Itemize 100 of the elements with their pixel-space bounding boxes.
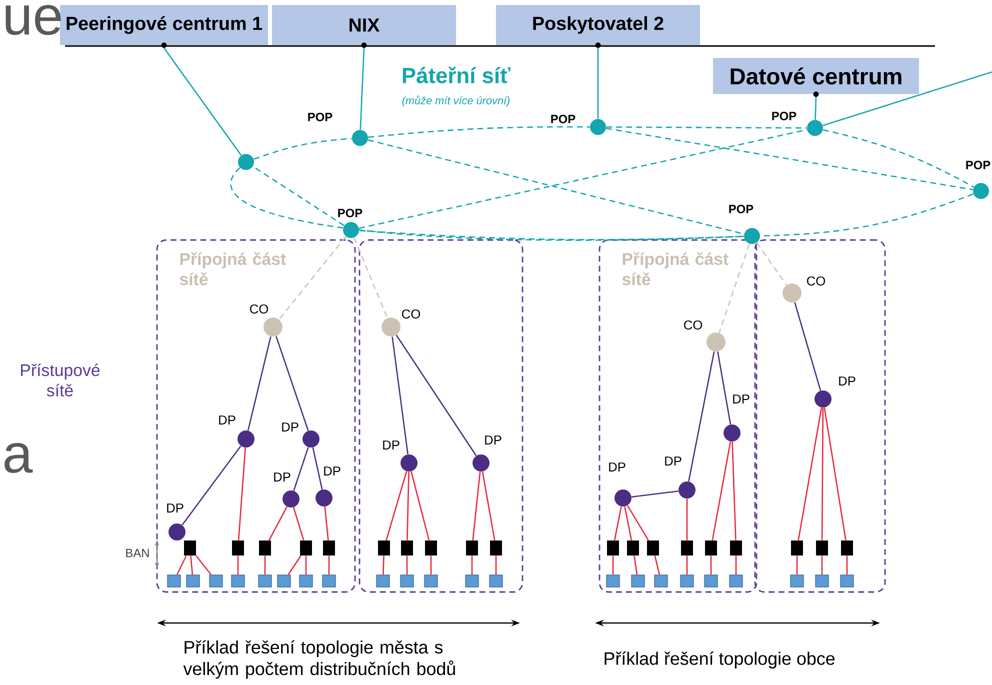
connection-line	[495, 556, 497, 575]
connection-line	[406, 556, 408, 575]
connection-line	[482, 472, 496, 540]
node-label: POP	[966, 160, 990, 170]
end-device-square	[277, 574, 291, 588]
connection-line	[163, 48, 242, 156]
connection-line	[814, 97, 817, 120]
connection-line	[632, 490, 678, 498]
terminal-block	[184, 540, 196, 556]
connection-line	[324, 506, 329, 540]
terminal-block	[627, 540, 639, 556]
connection-line	[712, 441, 732, 540]
dashed-line	[231, 167, 744, 241]
end-device-square	[840, 574, 854, 588]
end-device-square	[424, 574, 438, 588]
end-device-square	[489, 574, 503, 588]
node-label: POP	[551, 114, 576, 124]
node-label: POP	[308, 112, 332, 122]
terminal-block	[647, 540, 659, 556]
connection-line	[392, 336, 408, 454]
pop-node	[238, 154, 254, 170]
connection-line	[821, 556, 823, 575]
connection-line	[247, 336, 272, 431]
network-box: Poskytovatel 2	[496, 5, 700, 48]
connection-line	[471, 556, 473, 575]
node-label: DP	[609, 462, 626, 472]
network-box: NIX	[272, 5, 456, 48]
connection-line	[821, 408, 824, 540]
connection-line	[196, 555, 212, 576]
caption: Příklad řešení topologie obce	[604, 652, 835, 668]
dashed-line	[254, 138, 352, 160]
end-device-square	[654, 574, 668, 588]
end-device-square	[729, 574, 743, 588]
connection-line	[626, 505, 649, 541]
connection-line	[410, 471, 430, 540]
terminal-block	[232, 540, 244, 556]
access-network-box	[358, 239, 524, 593]
connection-line	[654, 556, 660, 575]
dashed-line	[354, 237, 388, 318]
title-fragment: a	[4, 442, 33, 474]
connection-line	[710, 556, 712, 575]
dashed-line	[756, 242, 787, 286]
side-label: Přístupové sítě	[21, 364, 100, 396]
connection-line	[237, 556, 239, 575]
network-box: Peeringové centrum 1	[60, 5, 268, 48]
connection-line	[386, 471, 408, 540]
end-device-square	[606, 574, 620, 588]
terminal-block	[705, 540, 717, 556]
connection-line	[268, 506, 288, 541]
connection-line	[634, 556, 638, 575]
connection-line	[292, 507, 304, 540]
node-label: DP	[839, 376, 856, 386]
terminal-block	[730, 540, 742, 556]
terminal-block	[607, 540, 619, 556]
dashed-line	[359, 230, 744, 240]
node-label: DP	[324, 466, 340, 476]
node-label: DP	[282, 422, 298, 432]
connection-line	[624, 506, 632, 540]
connection-line	[688, 351, 715, 482]
terminal-block	[401, 540, 413, 556]
connection-line	[360, 48, 365, 130]
dashed-line	[606, 128, 973, 190]
connection-line	[176, 555, 187, 575]
title-fragment: ue	[6, 4, 61, 36]
node-label: DP	[167, 504, 184, 512]
terminal-block	[425, 540, 437, 556]
node-label: POP	[772, 112, 796, 120]
node-label: CO	[684, 320, 702, 330]
network-title: Páteřní síť	[402, 66, 511, 84]
connection-line	[732, 442, 736, 540]
connection-line	[794, 302, 822, 391]
end-device-square	[400, 574, 414, 588]
connection-line	[293, 447, 309, 491]
terminal-block	[490, 540, 502, 556]
end-device-square	[790, 574, 804, 588]
node-label: POP	[729, 204, 754, 214]
caption: Příklad řešení topologie města s velkým počtem distribučních bodů	[183, 640, 455, 679]
network-box: Datové centrum	[713, 58, 919, 97]
node-label: DP	[274, 472, 290, 482]
end-device-square	[299, 574, 313, 588]
connection-line	[382, 556, 384, 575]
node-label: DP	[665, 456, 682, 466]
end-device-square	[704, 574, 718, 588]
connection-line	[238, 448, 246, 540]
connection-line	[798, 408, 822, 540]
connection-line	[312, 447, 323, 490]
connection-line	[288, 555, 302, 576]
terminal-block	[816, 540, 828, 556]
connection-line	[182, 446, 242, 526]
dashed-line	[278, 236, 346, 320]
connection-line	[430, 556, 432, 575]
end-device-square	[209, 574, 223, 588]
end-device-square	[631, 574, 645, 588]
connection-line	[822, 71, 992, 126]
connection-line	[717, 351, 732, 425]
connection-line	[597, 48, 599, 119]
end-device-square	[465, 574, 479, 588]
end-device-square	[231, 574, 245, 588]
node-label: DP	[219, 416, 236, 424]
dashed-line	[358, 129, 808, 229]
